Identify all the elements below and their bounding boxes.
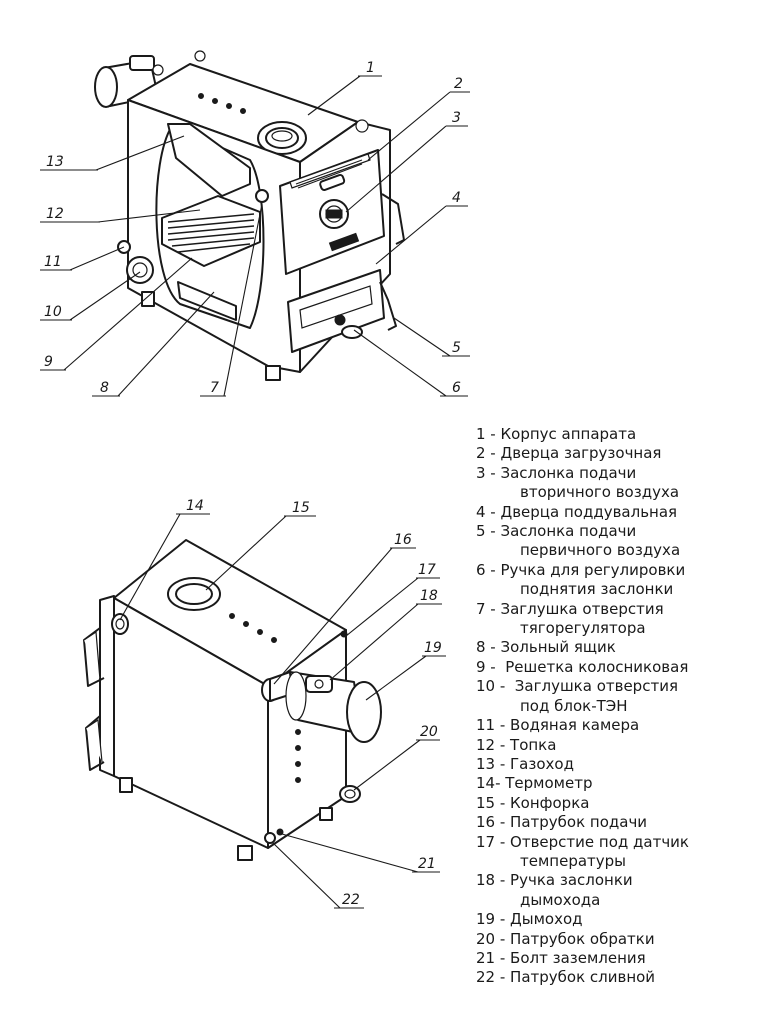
legend-item: 17 - Отверстие под датчик (476, 832, 689, 851)
callout-16: 16 (394, 532, 412, 548)
legend-item: 21 - Болт заземления (476, 948, 646, 967)
callout-7: 7 (210, 380, 219, 396)
legend-item: 19 - Дымоход (476, 910, 583, 929)
sensor-hole (340, 630, 348, 638)
legend-item-cont: тягорегулятора (520, 619, 646, 638)
legend-item: 22 - Патрубок сливной (476, 968, 656, 987)
chimney-rear (285, 671, 382, 743)
legend-item-cont: под блок-ТЭН (520, 696, 628, 715)
fire-grate (161, 195, 261, 267)
ground-bolt (276, 828, 284, 836)
loading-door (279, 149, 405, 275)
top-holes (198, 93, 246, 114)
legend-item: 12 - Топка (476, 735, 557, 754)
legend-item-cont: первичного воздуха (520, 541, 681, 560)
legend-item: 14- Термометр (476, 774, 593, 793)
callout-8: 8 (100, 380, 109, 396)
callout-6: 6 (452, 380, 461, 396)
legend-item: 16 - Патрубок подачи (476, 813, 648, 832)
leg (141, 291, 155, 307)
legend-item: 8 - Зольный ящик (476, 638, 616, 657)
thermometer (111, 613, 129, 635)
callout-18: 18 (420, 588, 438, 604)
chimney-pipe-rear (94, 50, 206, 108)
callouts-top: 1 2 3 4 5 6 7 8 9 10 11 12 13 (40, 60, 470, 397)
callout-10: 10 (44, 304, 62, 320)
callouts-bottom: 14 15 16 17 18 19 20 21 22 (119, 498, 446, 909)
legend-item: 20 - Патрубок обратки (476, 929, 655, 948)
callout-22: 22 (342, 892, 360, 908)
rear-holes (295, 729, 301, 783)
parts-legend: 1 - Корпус аппарата 2 - Дверца загрузочн… (476, 425, 689, 988)
legend-item: 9 - Решетка колосниковая (476, 657, 689, 676)
callout-1: 1 (366, 60, 375, 76)
legend-item: 18 - Ручка заслонки (476, 871, 633, 890)
callout-12: 12 (46, 206, 64, 222)
legend-item: 3 - Заслонка подачи (476, 463, 637, 482)
legend-item: 7 - Заглушка отверстия (476, 599, 664, 618)
callout-2: 2 (454, 76, 463, 92)
callout-17: 17 (418, 562, 436, 578)
callout-5: 5 (452, 340, 461, 356)
gas-duct (167, 123, 251, 197)
legend-item-cont: поднятия заслонки (520, 580, 674, 599)
boiler-rear-view (83, 539, 382, 861)
legend-item: 1 - Корпус аппарата (476, 425, 637, 443)
callout-3: 3 (452, 110, 461, 126)
legend-item: 2 - Дверца загрузочная (476, 444, 662, 463)
return-pipe (339, 785, 361, 803)
callout-11: 11 (44, 254, 62, 270)
callout-13: 13 (46, 154, 64, 170)
top-holes-rear (229, 613, 277, 643)
drain-pipe (264, 832, 276, 844)
leg-rear (119, 777, 133, 793)
legend-item-cont: дымохода (520, 890, 601, 909)
ash-door (287, 269, 397, 353)
leg-rear (319, 807, 333, 821)
callout-20: 20 (420, 724, 438, 740)
callout-21: 21 (418, 856, 436, 872)
legend-item: 13 - Газоход (476, 754, 574, 773)
legend-item-cont: температуры (520, 851, 627, 870)
legend-item: 5 - Заслонка подачи (476, 522, 637, 541)
legend-item: 4 - Дверца поддувальная (476, 502, 678, 521)
leg-rear (237, 845, 253, 861)
callout-19: 19 (424, 640, 442, 656)
door-handle-lower (85, 715, 105, 771)
callout-15: 15 (292, 500, 310, 516)
hotplate-top (257, 121, 307, 155)
legend-item: 15 - Конфорка (476, 793, 590, 812)
legend-item: 11 - Водяная камера (476, 716, 640, 735)
callout-9: 9 (44, 354, 53, 370)
regulator-plug-knob (255, 189, 269, 203)
callout-14: 14 (186, 498, 204, 514)
legend-item: 6 - Ручка для регулировки (476, 560, 686, 579)
ash-pan (177, 281, 237, 321)
legend-item: 10 - Заглушка отверстия (476, 677, 678, 696)
boiler-front-view (94, 50, 405, 381)
legend-item-cont: вторичного воздуха (520, 483, 680, 502)
callout-4: 4 (452, 190, 461, 206)
leg (265, 365, 281, 381)
